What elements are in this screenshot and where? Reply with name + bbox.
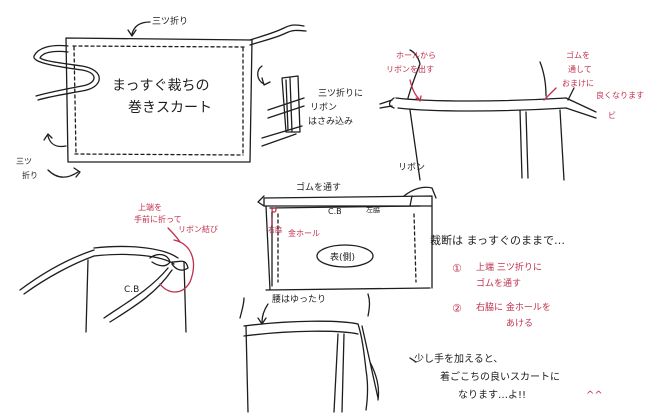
label-upper-edge-3: リボン結び xyxy=(178,224,218,234)
arrow-ribbon-detail xyxy=(257,65,271,86)
bow xyxy=(149,253,189,271)
grommet-mark xyxy=(271,207,277,213)
label-hip: 腰はゆったり xyxy=(272,294,326,305)
notes-heading: 裁断は まっすぐのままで… xyxy=(430,233,565,247)
hip-arrow xyxy=(257,303,269,325)
ribbon-left xyxy=(33,44,95,97)
label-elastic-2: 通して xyxy=(568,64,592,74)
left-ribbon xyxy=(19,249,95,295)
sketch-ribbon-bow xyxy=(19,227,195,333)
label-ribbon-3: はさみ込み xyxy=(308,116,353,127)
ribbon-end-right xyxy=(403,186,437,207)
note1-number: ① xyxy=(452,262,462,275)
center-oval xyxy=(316,244,374,268)
sketch-elastic-casing-panel xyxy=(257,186,437,291)
arrow-top xyxy=(127,21,151,37)
note1-line2: ゴムを通す xyxy=(476,277,521,289)
label-ribbon-1: 三ツ折りに xyxy=(318,87,363,99)
label-good: 良くなります xyxy=(596,90,644,100)
label-elastic-1: ゴムを xyxy=(566,50,590,60)
label-left-waist: 左脇 xyxy=(366,205,380,214)
label-cb-bow: C.B xyxy=(124,285,139,295)
label-fold-top: 三ツ折り xyxy=(152,15,188,27)
label-grommet: 金ホール xyxy=(288,228,320,238)
note2-number: ② xyxy=(452,302,462,315)
waist-right-tie xyxy=(565,87,597,119)
label-wrong-side: 表(側) xyxy=(330,251,355,263)
closing-line2: 着ごこちの良いスカートに xyxy=(440,370,560,383)
label-smile: ビ xyxy=(608,111,616,120)
skirt-overlap xyxy=(519,109,529,179)
side-ties xyxy=(357,323,380,411)
note2-line1: 右脇に 金ホールを xyxy=(476,301,551,313)
skirt-left xyxy=(409,109,421,181)
hip-left xyxy=(239,297,249,413)
waist-left-tie xyxy=(379,97,395,109)
label-cb-panel: C.B xyxy=(328,207,342,216)
arrow-left xyxy=(43,133,67,148)
waistband xyxy=(395,97,567,112)
skirt-title-line1: まっすぐ裁ちの xyxy=(112,78,209,94)
closing-line1: 少し手を加えると、 xyxy=(414,352,503,365)
note2-line2: あける xyxy=(506,318,533,329)
red-pointer xyxy=(167,227,181,243)
label-fold-left-1: 三ツ xyxy=(16,157,32,166)
label-elastic-3: おまけに xyxy=(562,79,594,88)
sketch-worn-elastic-waist xyxy=(379,49,597,181)
panel-outline xyxy=(65,37,253,163)
label-ribbon-top: リボン xyxy=(398,162,425,173)
skirt-sides xyxy=(85,259,187,333)
skirt-right xyxy=(559,109,565,181)
sketch-back-view xyxy=(239,293,380,413)
label-elastic-through: ゴムを通す xyxy=(296,181,341,193)
label-ribbon-2: リボン xyxy=(310,102,337,113)
label-upper-edge-1: 上端を xyxy=(138,202,162,212)
panel-hem-stitch xyxy=(72,45,246,156)
waist-line xyxy=(243,320,359,337)
note1-line1: 上端 三ツ折りに xyxy=(476,261,542,273)
red-arrow-hole xyxy=(409,79,422,102)
fold-detail xyxy=(281,75,301,133)
closing-line3: なります…よ!! xyxy=(458,389,526,401)
arrow-bottom xyxy=(47,167,81,178)
bow-tails xyxy=(103,267,173,323)
overlap-line xyxy=(333,333,345,413)
body-right xyxy=(539,61,547,97)
label-hole-2: リボンを出す xyxy=(386,64,434,74)
closing-squiggle xyxy=(409,357,417,363)
body-left xyxy=(407,49,421,99)
red-arrow-elastic xyxy=(543,87,557,101)
panel-body xyxy=(265,205,433,291)
skirt-title-line2: 巻きスカート xyxy=(128,100,212,116)
red-circle xyxy=(159,239,195,293)
label-waist-vertical: 右脇 xyxy=(268,225,282,234)
casing-tab xyxy=(257,195,265,207)
label-upper-edge-2: 手前に折って xyxy=(134,214,182,224)
hip-right xyxy=(367,293,371,317)
label-fold-left-2: 折り xyxy=(22,170,38,180)
closing-face: ^^ xyxy=(586,390,603,401)
ribbon-right xyxy=(249,24,305,41)
sketch-flat-skirt-panel xyxy=(33,21,307,178)
label-hole-1: ホールから xyxy=(396,51,436,60)
